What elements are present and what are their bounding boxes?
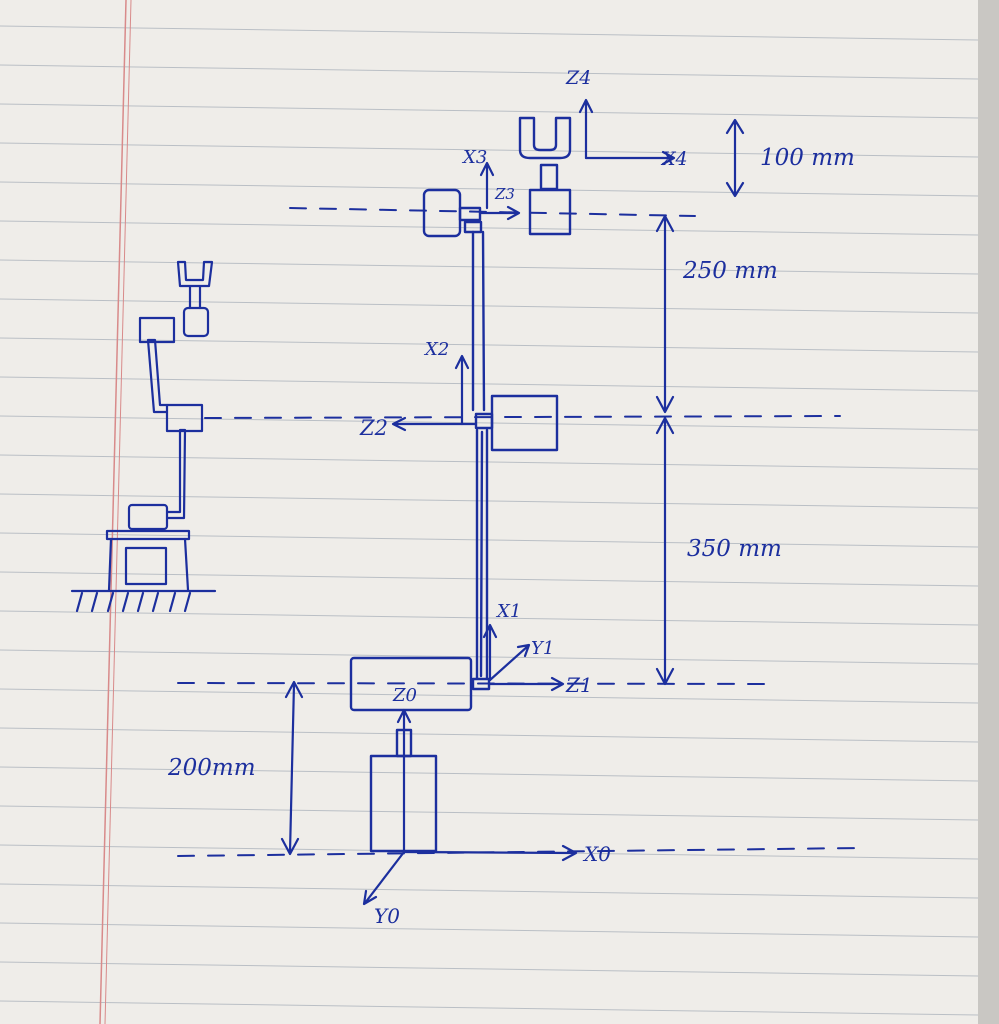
axis-y0 xyxy=(362,850,406,906)
dashed-line-joint1 xyxy=(177,682,776,685)
label-z2: Z2 xyxy=(359,416,388,440)
ruling-line xyxy=(0,571,979,587)
ruling-line xyxy=(0,766,979,782)
axis-z0 xyxy=(396,708,412,854)
sketch-link-upper xyxy=(146,338,169,414)
axis-z4 xyxy=(578,98,594,160)
label-z4: Z4 xyxy=(565,67,591,89)
dim-arrow-350mm xyxy=(655,416,675,686)
label-y0: Y0 xyxy=(374,904,400,928)
ruling-line xyxy=(0,64,979,80)
ruling-line xyxy=(0,883,979,899)
axis-x1 xyxy=(482,623,498,682)
ruling-line xyxy=(0,961,979,977)
axis-x3 xyxy=(479,161,495,210)
gripper-jaw xyxy=(518,116,572,160)
ruling-line xyxy=(0,805,979,821)
axis-x2 xyxy=(454,354,470,426)
upper-link xyxy=(471,230,486,412)
label-x4: X4 xyxy=(660,148,688,170)
ruling-line xyxy=(0,454,979,470)
sketch-wrist xyxy=(138,316,176,344)
sketch-hatching xyxy=(75,591,192,613)
margin-line-right xyxy=(104,0,132,1024)
ruling-line xyxy=(0,298,979,314)
axis-x4 xyxy=(584,150,676,166)
ruling-line xyxy=(0,259,979,275)
ruling-line xyxy=(0,532,979,548)
label-y1: Y1 xyxy=(531,638,554,659)
axis-y1 xyxy=(488,643,531,682)
sketch-base-motor xyxy=(127,503,169,531)
paper-right-edge xyxy=(978,0,999,1024)
ruling-line xyxy=(0,220,979,236)
ruling-line xyxy=(0,415,979,431)
label-100mm: 100 mm xyxy=(760,145,855,171)
sketch-gripper xyxy=(176,260,214,310)
ruling-line xyxy=(0,376,979,392)
sketch-table-legs xyxy=(107,537,190,592)
label-350mm: 350 mm xyxy=(687,536,782,562)
dashed-line-middle xyxy=(204,415,841,419)
label-x1: X1 xyxy=(495,601,521,622)
sketch-elbow xyxy=(165,403,204,433)
ruling-line xyxy=(0,727,979,743)
axis-labels: Z4 X4 X3 Z3 X2 Z2 X1 Y1 Z1 Z0 X0 Y0 xyxy=(359,67,688,928)
dim-arrow-100mm xyxy=(725,118,745,198)
dim-arrow-200mm xyxy=(280,680,304,856)
joint3-connector xyxy=(463,220,483,234)
ruling-line xyxy=(0,337,979,353)
sketch-wrist-joint xyxy=(182,306,210,338)
robot-sketch-small xyxy=(70,260,217,613)
dim-arrow-250mm xyxy=(655,214,675,414)
ruling-line xyxy=(0,181,979,197)
sketch-base-table xyxy=(105,529,191,541)
label-x0: X0 xyxy=(582,842,611,866)
ruling-line xyxy=(0,25,979,41)
joint2-housing xyxy=(490,394,559,452)
ruling-line xyxy=(0,922,979,938)
ruling-line xyxy=(0,103,979,119)
lower-link xyxy=(475,428,489,680)
axis-z1 xyxy=(487,676,565,692)
dashed-line-top xyxy=(289,207,696,217)
ruling-line xyxy=(0,493,979,509)
sketch-base-box xyxy=(124,546,168,586)
label-250mm: 250 mm xyxy=(682,258,778,284)
ruling-line xyxy=(0,1000,979,1016)
label-z3: Z3 xyxy=(494,185,515,203)
axis-x0 xyxy=(402,844,578,862)
joint1-housing xyxy=(349,656,473,712)
label-x2: X2 xyxy=(423,339,449,360)
coordinate-axes xyxy=(362,98,676,906)
label-200mm: 200mm xyxy=(167,755,256,781)
label-z1: Z1 xyxy=(565,673,593,697)
ruling-line xyxy=(0,688,979,704)
dimension-arrows xyxy=(280,118,745,856)
dimension-labels: 100 mm 250 mm 350 mm 200mm xyxy=(167,145,855,781)
axis-z3 xyxy=(478,205,521,221)
margin-line-left xyxy=(99,0,127,1024)
label-x3: X3 xyxy=(461,147,487,168)
ruling-line xyxy=(0,610,979,626)
gripper-neck xyxy=(539,163,559,191)
label-z0: Z0 xyxy=(392,685,417,706)
ruling-line xyxy=(0,142,979,158)
